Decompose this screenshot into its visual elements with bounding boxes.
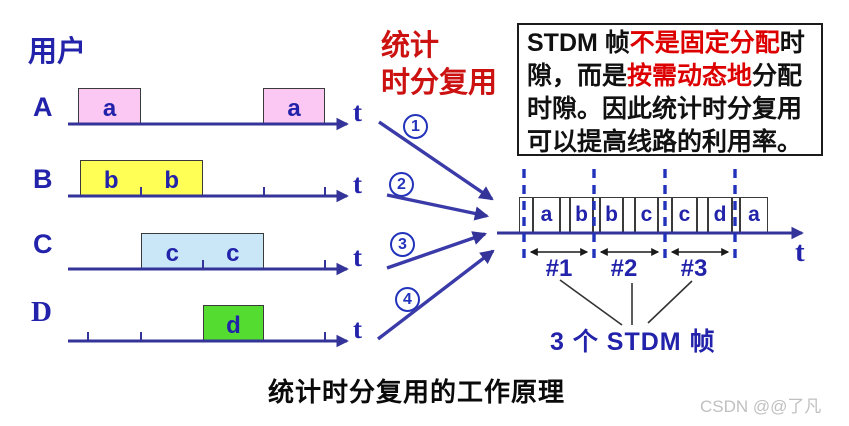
info-text-red: 按需动态地 [627,62,753,90]
mux-slot-strip: a b b c c d a [519,197,768,233]
stdm-title-line1: 统计 [381,30,440,62]
frame-label-3: #3 [680,255,708,282]
slot-spacer [658,197,672,233]
slot-spacer [732,197,740,233]
block-letter: b [103,166,119,194]
frames-caption-pointers [559,279,693,326]
diagram-caption: 统计时分复用的工作原理 [268,377,566,407]
mux-arrows [376,120,495,341]
axis-t-label-b: t [353,169,362,199]
block-letter: a [102,94,117,122]
row-label-b: B [33,164,53,194]
data-block-d: d [203,305,264,342]
info-text: STDM 帧 [527,29,630,57]
users-title: 用户 [28,36,87,68]
info-text: 时 [779,29,805,57]
data-block-b: b b [80,160,203,197]
circled-number-4: 4 [395,287,420,312]
circled-number-3: 3 [390,232,415,257]
info-text: 分配 [752,62,803,90]
frame-label-1: #1 [545,255,573,282]
info-text-red: 不是固定分配 [629,29,780,57]
slot-spacer [560,197,570,233]
info-line-1: STDM 帧不是固定分配时 [527,27,813,60]
data-block-c: c c [141,233,264,270]
watermark: CSDN @@了凡 [700,397,822,416]
stdm-info-box: STDM 帧不是固定分配时 隙，而是按需动态地分配 时隙。因此统计时分复用 可以… [517,23,823,156]
block-letter: d [226,311,241,339]
mux-slot-a: a [740,197,768,233]
circled-number-1: 1 [403,114,428,139]
slot-spacer [519,197,533,233]
mux-slot-c: c [672,197,697,233]
row-label-c: C [33,229,53,259]
slot-spacer [593,197,600,233]
info-text: 隙，而是 [527,62,628,90]
info-line-4: 可以提高线路的利用率。 [527,128,803,156]
block-letter: c [226,239,240,267]
block-letter: a [287,94,301,122]
block-letter: b [164,166,180,194]
frame-label-2: #2 [610,255,638,282]
frames-caption: 3 个 STDM 帧 [550,328,716,356]
stdm-title-line2: 时分复用 [381,67,498,99]
mux-slot-b: b [600,197,623,233]
axis-t-label-d: t [353,314,362,344]
circled-number-2: 2 [389,172,414,197]
axis-t-label-a: t [353,97,362,127]
row-label-a: A [33,92,53,122]
mux-slot-b: b [570,197,593,233]
mux-slot-a: a [533,197,560,233]
axis-t-label-c: t [353,242,362,272]
data-block-a1: a [78,88,141,125]
mux-slot-c: c [635,197,658,233]
mux-slot-d: d [708,197,732,233]
block-letter: c [165,239,179,267]
info-line-3: 时隙。因此统计时分复用 [527,95,803,123]
slot-spacer [697,197,708,233]
axis-t-label-mux: t [795,236,805,268]
row-label-d: D [31,296,52,328]
data-block-a2: a [263,88,325,125]
info-line-2: 隙，而是按需动态地分配 [527,60,813,93]
stdm-title: 统计 时分复用 [381,28,497,102]
slot-spacer [623,197,635,233]
